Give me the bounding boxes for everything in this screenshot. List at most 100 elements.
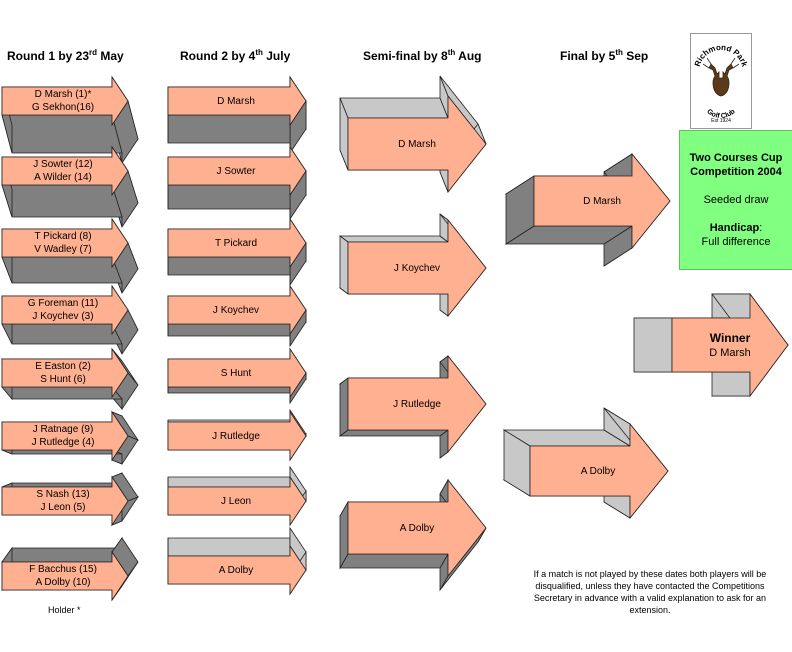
round2-player-1-line: J Sowter [216,165,256,177]
round1-match-0-line: G Sekhon(16) [31,102,95,113]
sf-arrow-1-face [347,218,487,318]
svg-text:Richmond Park: Richmond Park [693,43,750,68]
r2-arrow-0-face [167,75,307,127]
round1-match-3-line: J Koychev (3) [32,311,94,322]
r1-arrow-1-face [1,145,129,197]
disqualification-note: If a match is not played by these dates … [533,569,767,615]
winner-arrow-side [633,317,673,373]
info-draw: Seeded draw [703,194,769,206]
r1-arrow-2-side [1,256,123,284]
r2-arrow-6-face [167,475,307,527]
round1-match-1: J Sowter (12)A Wilder (14) [13,158,113,184]
semifinal-player-1: J Koychev [367,262,467,275]
r1-arrow-4-side [1,386,123,400]
sf-arrow-3-face [347,478,487,578]
r2-arrow-1-side [167,184,291,210]
holder-footnote: Holder * [48,605,81,615]
round1-match-0: D Marsh (1)* G Sekhon(16) [13,88,113,114]
semifinal-player-2: J Rutledge [367,398,467,411]
r2-arrow-7-face [167,544,307,596]
sf-arrow-1-side [339,235,349,295]
r1-arrow-5-face [1,410,129,462]
semifinal-player-0-line: D Marsh [398,138,436,150]
final-player-0: D Marsh [552,195,652,208]
r2-arrow-1-face [167,145,307,197]
round2-player-0: D Marsh [186,95,286,108]
svg-text:Est 1924: Est 1924 [711,118,731,124]
round2-player-6: J Leon [186,495,286,508]
round1-match-2-line: V Wadley (7) [34,244,92,255]
r2-arrow-4-face [167,347,307,399]
round2-player-5: J Rutledge [186,430,286,443]
round1-match-1-line: J Sowter (12) [33,159,93,170]
sf-arrow-3-side [339,553,449,569]
semifinal-player-2-line: J Rutledge [393,398,441,410]
round1-match-5-line: J Rutledge (4) [31,437,95,448]
r2-arrow-0-side [167,114,291,144]
round1-match-7-line: F Bacchus (15) [29,564,97,575]
semifinal-player-1-line: J Koychev [393,262,441,274]
final-player-1-line: A Dolby [580,465,616,477]
r1-arrow-7-side [1,547,123,563]
info-handicap-value: Full difference [701,236,771,248]
round1-match-6-line: S Nash (13) [36,489,90,500]
info-title-line1: Two Courses Cup [689,152,783,164]
round2-player-6-line: J Leon [220,495,252,507]
semifinal-player-0: D Marsh [367,138,467,151]
round2-player-7-line: A Dolby [218,564,254,576]
round1-match-4: E Easton (2) S Hunt (6) [13,360,113,386]
round1-match-7-line: A Dolby (10) [35,577,91,588]
round1-match-3: G Foreman (11)J Koychev (3) [13,297,113,323]
sf-arrow-2-side [339,377,349,437]
round2-player-0-line: D Marsh [217,95,255,107]
round1-match-6: S Nash (13) J Leon (5) [13,488,113,514]
round2-player-4: S Hunt [186,367,286,380]
final-player-0-line: D Marsh [583,195,621,207]
r2-arrow-3-face [167,284,307,336]
r2-arrow-4-side [167,386,291,394]
round1-match-2-line: T Pickard (8) [34,231,92,242]
round1-header: Round 1 by 23rd May [7,48,124,63]
round2-player-2-line: T Pickard [214,237,258,249]
round2-player-5-line: J Rutledge [212,430,260,442]
final-arrow-1-face [529,422,669,520]
round1-match-5-line: J Ratnage (9) [32,424,94,435]
info-title-line2: Competition 2004 [690,166,782,178]
r2-arrow-3-side [167,323,291,337]
r1-arrow-0-side [1,114,123,154]
stag-icon [702,57,740,97]
r1-arrow-2-face [1,217,129,269]
winner-arrow-side [711,371,751,397]
final-header: Final by 5th Sep [560,48,649,63]
round1-match-2: T Pickard (8) V Wadley (7) [13,230,113,256]
semifinal-header: Semi-final by 8th Aug [363,48,482,63]
sf-arrow-0-side [339,97,449,119]
svg-text:Golf Club: Golf Club [705,108,736,120]
semifinal-player-3-line: A Dolby [399,522,435,534]
competition-info-box: Two Courses Cup Competition 2004 Seeded … [679,130,792,270]
round1-match-0-line: D Marsh (1)* [34,89,92,100]
round1-match-4-line: S Hunt (6) [40,374,86,385]
round2-player-3-line: J Koychev [212,304,260,316]
r2-arrow-2-face [167,217,307,269]
final-arrow-0-face [533,152,671,250]
r1-arrow-5-side [1,449,123,455]
final-player-1: A Dolby [548,465,648,478]
r2-arrow-7-side [167,537,291,557]
round2-player-3: J Koychev [186,304,286,317]
round1-match-7: F Bacchus (15) A Dolby (10) [13,563,113,589]
round1-match-5: J Ratnage (9) J Rutledge (4) [13,423,113,449]
round1-match-6-line: J Leon (5) [40,502,86,513]
r1-arrow-0-face [1,75,129,127]
r1-arrow-4-face [1,347,129,399]
winner-name: D Marsh [709,347,751,359]
round2-header: Round 2 by 4th July [180,48,291,63]
r2-arrow-5-face [167,410,307,462]
round2-player-7: A Dolby [186,564,286,577]
r1-arrow-6-side [1,482,123,488]
sf-arrow-2-face [347,354,487,454]
winner-arrow-face [671,292,789,398]
round1-match-4-line: E Easton (2) [35,361,91,372]
